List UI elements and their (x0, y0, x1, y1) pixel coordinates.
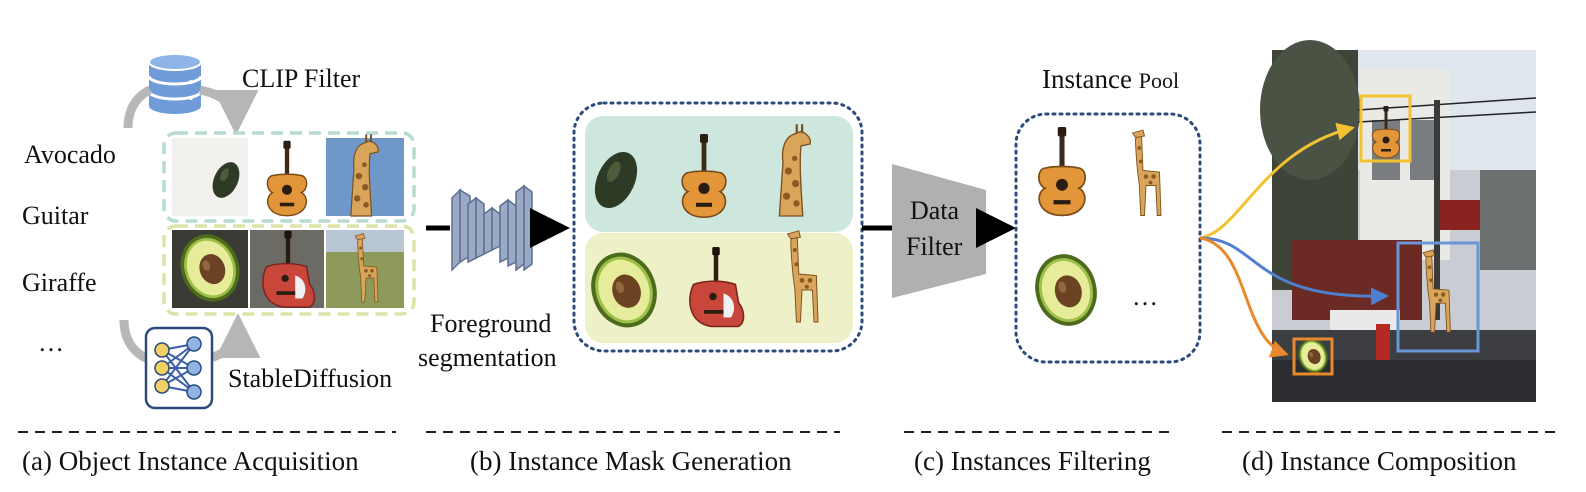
neural-network-icon (144, 326, 214, 410)
giraffe-bounding-box (1396, 241, 1480, 353)
caption-a: (a) Object Instance Acquisition (22, 446, 359, 476)
pool-avocado (1027, 247, 1105, 333)
encoder-decoder-icon (451, 184, 533, 272)
instance-pool-ellipsis: … (1132, 282, 1158, 311)
category-ellipsis: … (38, 328, 64, 357)
arrow-to-giraffe (1199, 236, 1389, 306)
clip-arrow (123, 90, 236, 128)
stable-diffusion-label: StableDiffusion (228, 364, 393, 393)
pool-guitar (1037, 126, 1087, 217)
guitar-bounding-box (1359, 94, 1412, 163)
clip-image-giraffe (326, 133, 404, 217)
segmentation-label-line2: segmentation (418, 343, 557, 372)
clip-filtered-images-box (162, 131, 416, 223)
database-icon (147, 53, 203, 114)
segmentation-label-line1: Foreground (430, 309, 552, 338)
clip-image-avocado (172, 138, 248, 216)
instance-pool-box (1014, 112, 1202, 364)
data-filter-label-line1: Data (910, 196, 960, 225)
caption-c: (c) Instances Filtering (914, 446, 1151, 476)
category-giraffe: Giraffe (22, 268, 97, 297)
instance-pool-title-small: Pool (1138, 68, 1180, 93)
arrow-to-avocado (1199, 236, 1289, 358)
arrow-to-guitar (1199, 122, 1355, 240)
category-guitar: Guitar (22, 201, 89, 230)
clip-filter-label: CLIP Filter (242, 64, 361, 93)
generated-images-box (162, 224, 416, 316)
instance-pool-title-main: Instance (1042, 64, 1132, 94)
sd-image-guitar (250, 230, 324, 308)
pool-giraffe (1132, 129, 1162, 216)
caption-b: (b) Instance Mask Generation (470, 446, 792, 476)
category-avocado: Avocado (24, 140, 116, 169)
caption-d: (d) Instance Composition (1242, 446, 1517, 476)
avocado-bounding-box (1292, 337, 1334, 376)
mask-panel (572, 101, 864, 353)
data-filter-shape (892, 164, 986, 298)
data-filter-label-line2: Filter (906, 232, 963, 261)
clip-image-guitar (250, 138, 324, 217)
instance-pool-title: Instance Pool (1042, 64, 1179, 95)
sd-image-giraffe (326, 230, 404, 308)
sd-image-avocado (171, 226, 249, 310)
